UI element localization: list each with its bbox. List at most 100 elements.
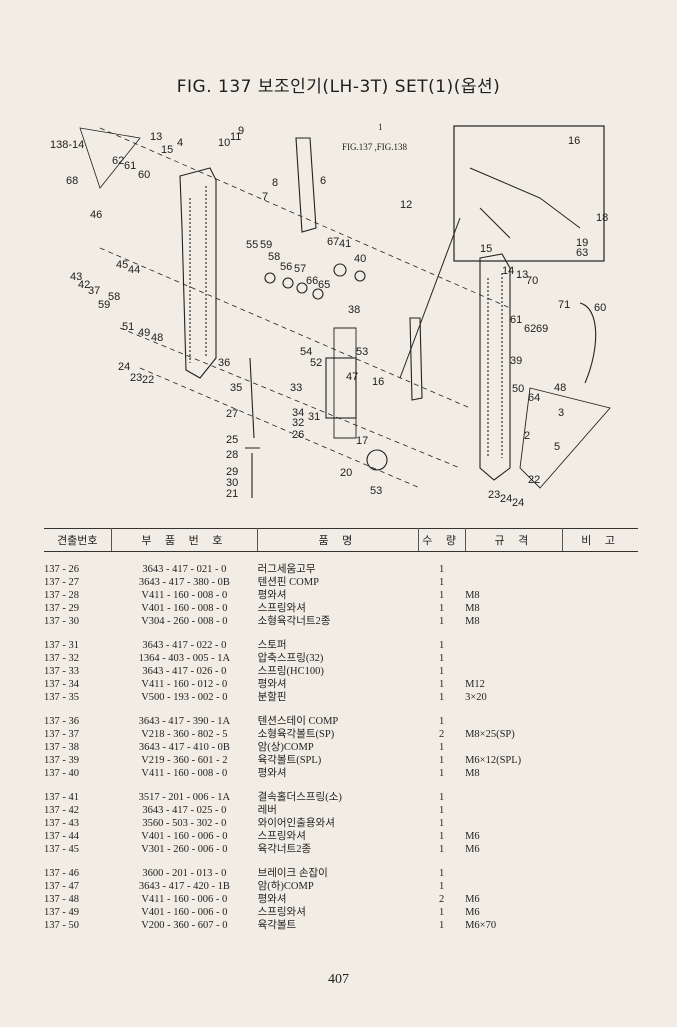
right-frame-chain	[487, 273, 503, 458]
callout-number: 48	[554, 382, 566, 394]
remarks-cell	[563, 767, 638, 780]
spec-cell	[465, 639, 563, 652]
callout-number: 3	[558, 407, 564, 419]
callout-number: 68	[66, 175, 78, 187]
remarks-cell	[563, 880, 638, 893]
callout-number: 9	[238, 125, 244, 137]
part-number-cell: 3600 - 201 - 013 - 0	[142, 868, 227, 879]
callout-number: 71	[558, 299, 570, 311]
callout-number: 8	[272, 177, 278, 189]
spec-cell: M8	[465, 603, 480, 614]
callout-number: 62	[524, 323, 536, 335]
callout-number: 28	[226, 449, 238, 461]
part-number-cell: V411 - 160 - 008 - 0	[141, 768, 228, 779]
callout-number: 59	[98, 299, 110, 311]
qty-cell: 1	[439, 653, 445, 664]
qty-cell: 1	[439, 679, 445, 690]
callout-number: 31	[308, 411, 320, 423]
remarks-cell	[563, 678, 638, 691]
callout-number: 55	[246, 239, 258, 251]
callout-number: 12	[400, 199, 412, 211]
callout-number: 58	[268, 251, 280, 263]
remarks-cell	[563, 691, 638, 704]
callout-number: 32	[292, 417, 304, 429]
remarks-cell	[563, 893, 638, 906]
callout-number: 16	[568, 135, 580, 147]
description-cell: 텐션스테이 COMP	[257, 716, 339, 727]
callout-number: 60	[594, 302, 606, 314]
remarks-cell	[563, 602, 638, 615]
qty-cell: 1	[439, 844, 445, 855]
spec-cell	[465, 791, 563, 804]
remarks-cell	[563, 906, 638, 919]
spec-cell: M6×12(SPL)	[465, 755, 522, 766]
remarks-cell	[563, 715, 638, 728]
callout-number: 65	[318, 279, 330, 291]
callout-number: 38	[348, 304, 360, 316]
spec-cell	[465, 741, 563, 754]
spec-cell: M6×70	[465, 920, 497, 931]
callout-number: 42	[78, 279, 90, 291]
callout-number: 41	[339, 238, 351, 250]
remarks-cell	[563, 867, 638, 880]
description-cell: 러그세움고무	[257, 564, 316, 575]
key-cell: 137 - 39	[44, 755, 79, 766]
callout-number: 30	[226, 477, 238, 489]
spec-cell	[465, 652, 563, 665]
assembly-guides	[99, 127, 511, 489]
callout-number: 44	[128, 264, 140, 276]
part-number-cell: 3643 - 417 - 022 - 0	[142, 640, 227, 651]
part-number-cell: 3643 - 417 - 026 - 0	[142, 666, 227, 677]
callout-number: 39	[510, 355, 522, 367]
description-cell: 스프링와셔	[257, 907, 306, 918]
key-cell: 137 - 37	[44, 729, 79, 740]
description-cell: 스프링와셔	[257, 603, 306, 614]
key-cell: 137 - 47	[44, 881, 79, 892]
key-cell: 137 - 38	[44, 742, 79, 753]
description-cell: 육각너트2종	[257, 844, 312, 855]
key-cell: 137 - 43	[44, 818, 79, 829]
bottom-bracket	[519, 387, 611, 489]
callout-number: 19	[576, 237, 588, 249]
spec-cell	[465, 867, 563, 880]
rod-6	[295, 137, 317, 233]
callout-number: 29	[226, 466, 238, 478]
callout-number: 18	[596, 212, 608, 224]
remarks-cell	[563, 563, 638, 576]
handle-bar	[79, 127, 141, 189]
header-remarks: 비 고	[562, 528, 638, 552]
part-number-cell: V411 - 160 - 012 - 0	[141, 679, 228, 690]
callout-number: 21	[226, 488, 238, 500]
callout-number: 47	[346, 371, 358, 383]
callout-number: 27	[226, 408, 238, 420]
part-number-cell: 3643 - 417 - 021 - 0	[142, 564, 227, 575]
key-cell: 137 - 29	[44, 603, 79, 614]
part-number-cell: V500 - 193 - 002 - 0	[141, 692, 228, 703]
roller-20	[366, 449, 388, 471]
table-header-row: 견출번호 부 품 번 호 품 명 수 량 규 격 비 고	[44, 528, 638, 552]
qty-cell: 2	[439, 894, 445, 905]
callout-number: 53	[356, 346, 368, 358]
remarks-cell	[563, 652, 638, 665]
callout-number: 20	[340, 467, 352, 479]
upper-arm	[325, 357, 357, 419]
spec-cell	[465, 665, 563, 678]
spec-cell: M8	[465, 616, 480, 627]
part-number-cell: 3643 - 417 - 380 - 0B	[138, 577, 230, 588]
rod-16	[409, 317, 423, 401]
callout-number: 35	[230, 382, 242, 394]
spec-cell: 3×20	[465, 692, 487, 703]
callout-number: 34	[292, 407, 304, 419]
qty-cell: 1	[439, 590, 445, 601]
